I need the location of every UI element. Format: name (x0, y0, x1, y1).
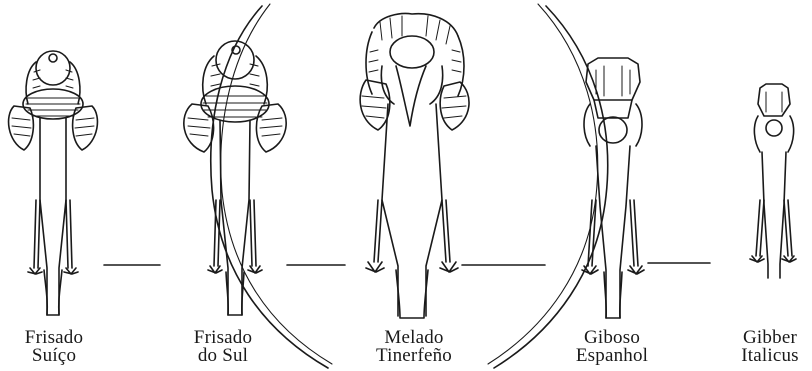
bird-melado-tinerfeno (360, 14, 469, 318)
caption-melado-tinerfeno: Melado Tinerfeño (362, 329, 466, 365)
bird-frisado-suico (9, 51, 98, 315)
caption-line2: Suíço (8, 347, 100, 365)
caption-frisado-do-sul: Frisado do Sul (184, 329, 262, 365)
bird-giboso-espanhol (582, 58, 644, 318)
caption-line2: Tinerfeño (362, 347, 466, 365)
caption-giboso-espanhol: Giboso Espanhol (564, 329, 660, 365)
caption-frisado-suico: Frisado Suíço (8, 329, 100, 365)
highlight-circle (211, 4, 608, 368)
caption-line2: Espanhol (564, 347, 660, 365)
bird-frisado-do-sul (184, 41, 286, 315)
caption-gibber-italicus: Gibber Italicus (728, 329, 812, 365)
caption-line2: Italicus (728, 347, 812, 365)
bird-gibber-italicus (750, 84, 796, 278)
caption-line2: do Sul (184, 347, 262, 365)
connector-lines (104, 263, 710, 265)
